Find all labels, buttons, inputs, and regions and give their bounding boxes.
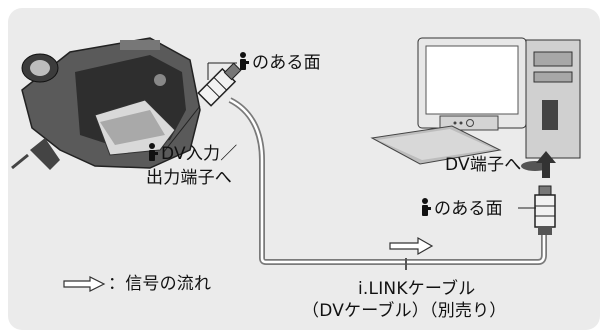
- pc-jack-label: DV端子へ: [445, 155, 522, 175]
- legend-arrow-icon: [63, 276, 106, 292]
- i-link-cable-icon: [228, 97, 547, 270]
- legend-label: ：信号の流れ: [108, 274, 212, 294]
- up-arrow-icon: [536, 151, 556, 178]
- camcorder-side-label: のある面: [237, 52, 321, 73]
- pc-connector-icon: [534, 185, 556, 235]
- camcorder-jack-label-line2: 出力端子へ: [146, 168, 232, 188]
- ilink-symbol-icon: [237, 52, 249, 70]
- desktop-computer-icon: [370, 37, 581, 171]
- leader-line-camcorder-jack: [162, 105, 201, 154]
- ilink-symbol-icon: [419, 198, 431, 216]
- cable-label-line1: i.LINKケーブル: [358, 279, 476, 299]
- ilink-symbol-icon: [146, 143, 158, 161]
- camcorder-jack-label: DV入力／: [146, 143, 237, 164]
- camcorder-connector-icon: [197, 62, 242, 107]
- signal-flow-arrow-icon: [389, 236, 434, 256]
- pc-side-label: のある面: [419, 198, 503, 219]
- cable-label-line2: （DVケーブル）（別売り）: [302, 301, 507, 321]
- camcorder-icon: [11, 37, 201, 170]
